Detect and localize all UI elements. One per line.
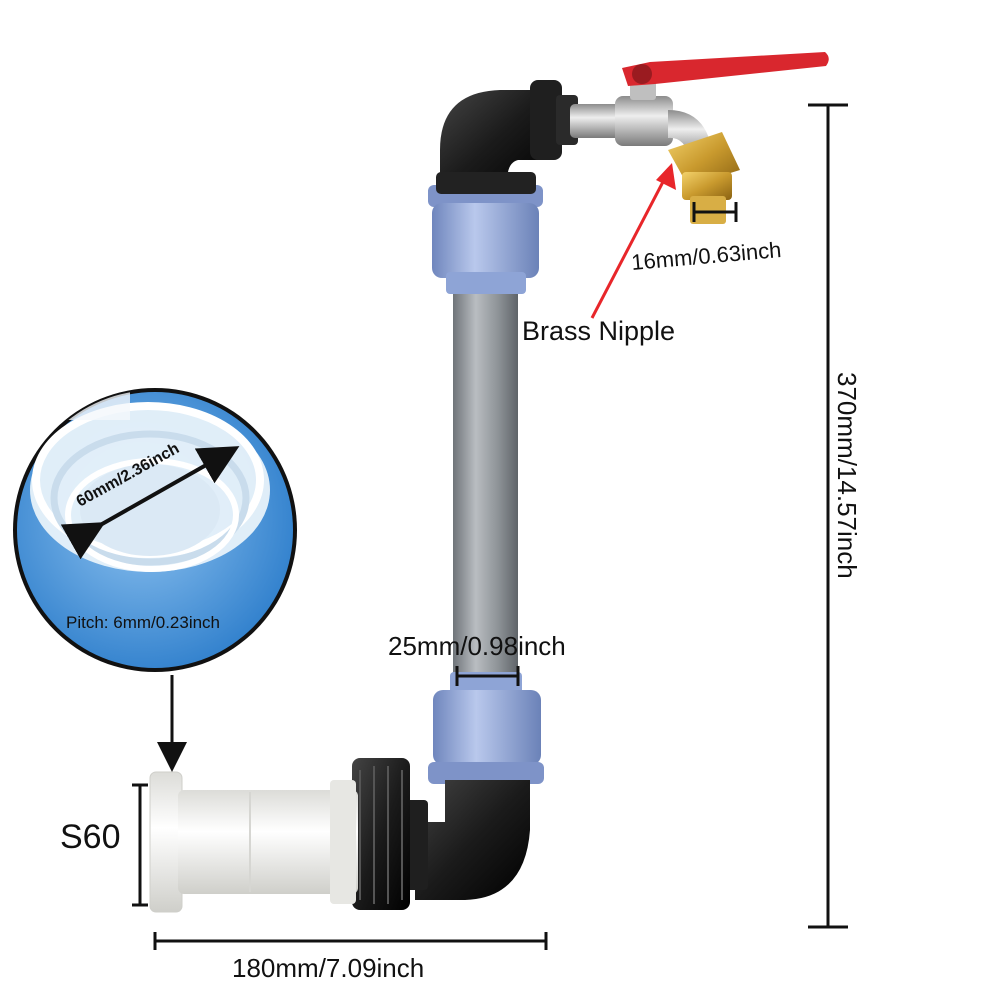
s60-label: S60: [60, 818, 121, 856]
thread-diameter-arrow: [60, 446, 240, 560]
brass-nipple-label: Brass Nipple: [522, 316, 675, 346]
thread-pitch-label: Pitch: 6mm/0.23inch: [66, 613, 220, 632]
height-dimension: [808, 103, 848, 929]
pipe-dimension: [455, 666, 520, 686]
top-coupling: [428, 185, 543, 294]
bottom-coupling: [428, 672, 544, 784]
nipple-dimension: [692, 202, 738, 222]
ball-valve-tap: [570, 52, 829, 158]
thread-detail-inset: 60mm/2.36inch Pitch: 6mm/0.23inch: [13, 388, 297, 672]
nipple-size-label: 16mm/0.63inch: [630, 237, 782, 275]
s60-adapter: [149, 771, 358, 913]
pipe-diameter-label: 25mm/0.98inch: [388, 631, 566, 661]
height-label: 370mm/14.57inch: [832, 372, 862, 579]
tap-handle: [622, 52, 829, 86]
width-dimension: [153, 932, 548, 950]
top-elbow: [436, 80, 578, 194]
vertical-pipe: [453, 285, 518, 685]
s60-dimension: [132, 783, 148, 907]
width-label: 180mm/7.09inch: [232, 953, 424, 983]
bottom-elbow: [352, 758, 530, 910]
brass-nipple-arrowhead: [656, 163, 676, 190]
brass-nipple: [668, 132, 740, 224]
brass-nipple-pointer: [590, 177, 667, 319]
